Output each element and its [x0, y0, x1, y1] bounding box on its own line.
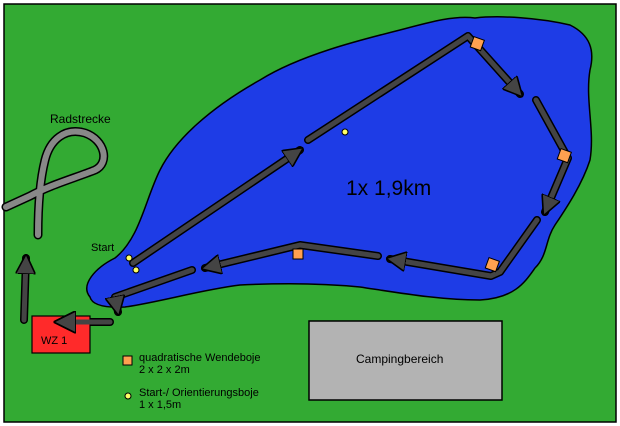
lake-distance-label: 1x 1,9km	[346, 177, 432, 200]
start-label: Start	[91, 242, 115, 254]
transition-route	[24, 258, 113, 322]
legend-round-buoy-text: Start-/ Orientierungsboje 1 x 1,5m	[139, 387, 259, 411]
square-buoy-legend-icon	[122, 355, 133, 366]
round-buoy	[125, 254, 133, 262]
square-buoy	[469, 35, 485, 52]
lake	[86, 16, 593, 308]
round-buoy-legend-icon	[124, 392, 132, 400]
square-buoy	[484, 256, 500, 273]
bike-course-label: Radstrecke	[50, 112, 111, 126]
square-buoys	[122, 35, 572, 366]
camping-area-label: Campingbereich	[356, 352, 444, 366]
square-buoy	[556, 147, 572, 164]
round-buoy	[341, 128, 349, 136]
bike-course	[1, 127, 109, 240]
transition-zone-label: WZ 1	[41, 335, 68, 347]
legend-square-buoy-text: quadratische Wendeboje 2 x 2 x 2m	[139, 352, 261, 376]
square-buoy	[292, 248, 304, 260]
swim-route	[115, 33, 571, 312]
round-buoy	[132, 266, 140, 274]
camping-area	[308, 320, 503, 401]
round-buoys	[124, 128, 349, 400]
